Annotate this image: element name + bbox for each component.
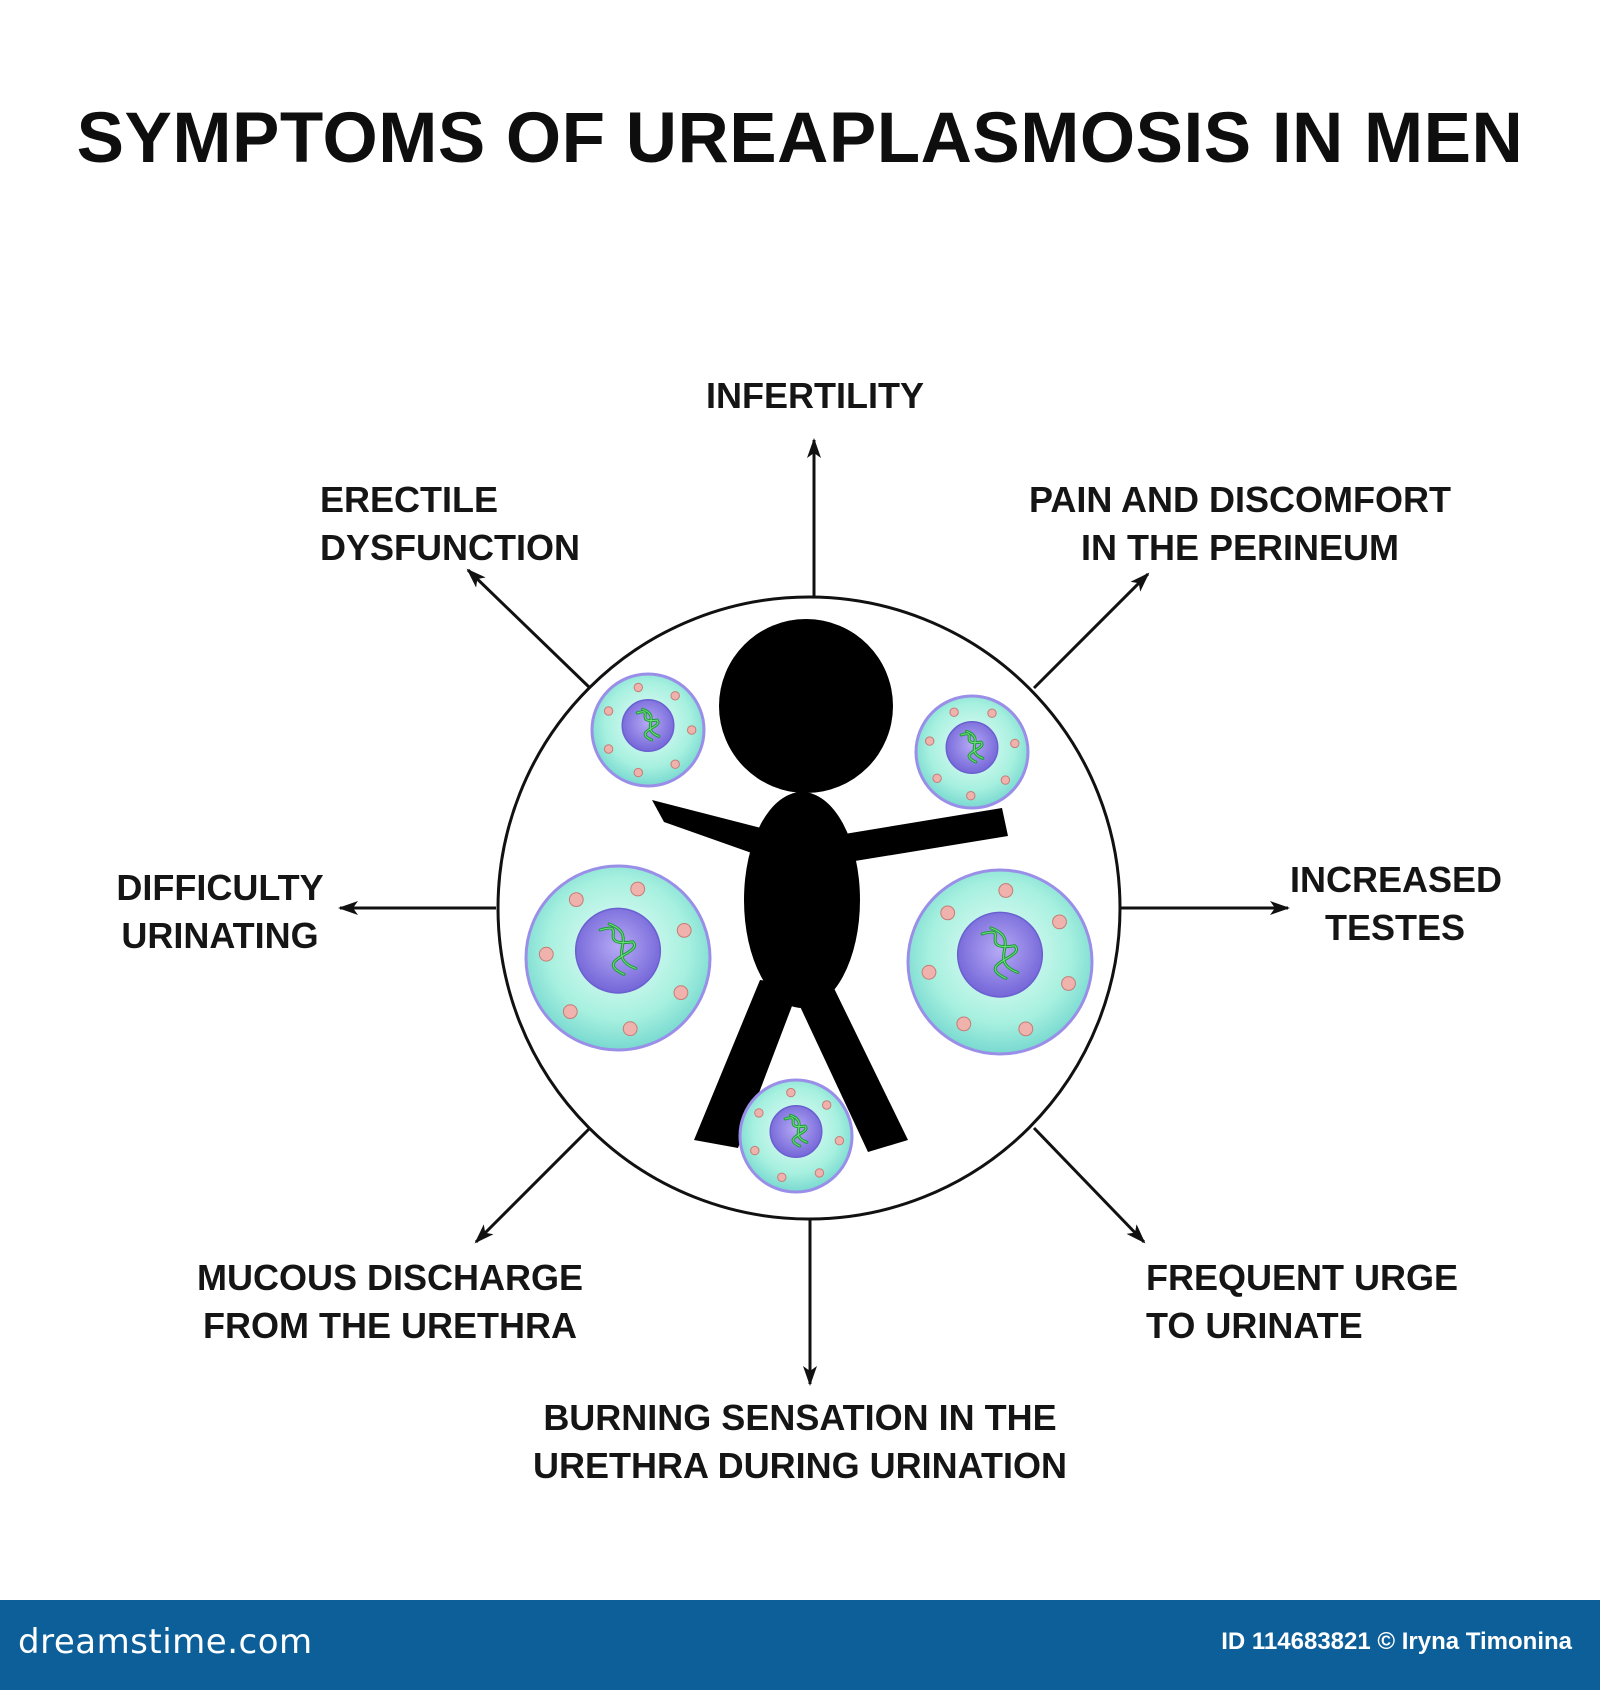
label-difficulty-urinating: DIFFICULTY URINATING [100, 864, 340, 960]
label-line: MUCOUS DISCHARGE [196, 1257, 583, 1298]
granule [670, 691, 680, 701]
granule [786, 1087, 796, 1098]
granule [834, 1136, 845, 1146]
granule [633, 682, 643, 693]
label-erectile-dysfunction: ERECTILE DYSFUNCTION [320, 476, 580, 572]
granule [633, 767, 643, 778]
figure-left-arm [652, 800, 808, 870]
granule [925, 736, 935, 746]
granule [538, 946, 554, 962]
label-increased-testes: INCREASED TESTES [1290, 856, 1503, 952]
arrow-perineum [1032, 572, 1150, 690]
footer-bar: dreamstime.com ID 114683821 © Iryna Timo… [0, 1600, 1600, 1690]
label-line: TO URINATE [1146, 1305, 1363, 1346]
label-line: URINATING [121, 915, 319, 956]
granule [603, 706, 614, 716]
arrow-mucous [474, 1126, 592, 1244]
granule [1052, 914, 1067, 930]
granule [949, 707, 959, 717]
granule [750, 1145, 760, 1156]
granule [630, 881, 646, 897]
nucleus [945, 721, 999, 775]
label-line: IN THE PERINEUM [1080, 527, 1400, 568]
granule [966, 791, 976, 801]
bacteria-cell [738, 1078, 854, 1194]
label-mucous-discharge: MUCOUS DISCHARGE FROM THE URETHRA [180, 1254, 600, 1350]
bacteria-cell [914, 694, 1030, 810]
figure-right-leg [790, 980, 908, 1152]
granule [622, 1021, 638, 1037]
arrows [338, 438, 1290, 1386]
granule [814, 1168, 825, 1178]
label-line: INCREASED [1290, 859, 1503, 900]
figure-body [744, 792, 860, 1008]
label-line: FREQUENT URGE [1146, 1257, 1459, 1298]
bacteria-cell [524, 864, 712, 1052]
label-infertility: INFERTILITY [650, 372, 980, 420]
figure-left-leg [694, 980, 800, 1148]
page-title: SYMPTOMS OF UREAPLASMOSIS IN MEN [76, 99, 1524, 178]
label-line: URETHRA DURING URINATION [533, 1445, 1067, 1486]
label-line: DIFFICULTY [116, 867, 324, 908]
figure-head [719, 619, 893, 793]
granule [777, 1172, 787, 1183]
human-figure [652, 619, 1008, 1152]
label-line: ERECTILE [320, 479, 499, 520]
nucleus [621, 699, 675, 753]
label-line: DYSFUNCTION [320, 527, 580, 568]
granule [932, 773, 942, 783]
arrow-erectile [466, 568, 592, 690]
label-line: INFERTILITY [706, 375, 924, 416]
image-credit: ID 114683821 © Iryna Timonina [1221, 1628, 1572, 1655]
granule [921, 964, 937, 980]
granule [670, 759, 680, 769]
bacteria-cells [524, 672, 1094, 1194]
granule [1010, 738, 1020, 749]
nucleus [769, 1105, 823, 1159]
figure-right-arm [796, 808, 1008, 870]
granule [1018, 1021, 1034, 1037]
label-line: BURNING SENSATION IN THE [543, 1397, 1057, 1438]
granule [956, 1016, 972, 1032]
granule [676, 923, 692, 938]
granule [673, 985, 689, 1000]
nucleus [956, 911, 1044, 998]
nucleus [574, 907, 662, 994]
label-frequent-urge: FREQUENT URGE TO URINATE [1146, 1254, 1458, 1350]
granule [1061, 976, 1076, 991]
granule [562, 1004, 578, 1019]
label-line: FROM THE URETHRA [203, 1305, 577, 1346]
granule [1000, 775, 1011, 785]
label-line: PAIN AND DISCOMFORT [1029, 479, 1451, 520]
granule [940, 905, 956, 921]
symptom-diagram [338, 438, 1290, 1386]
arrow-urge [1032, 1126, 1146, 1244]
label-perineum: PAIN AND DISCOMFORT IN THE PERINEUM [1010, 476, 1470, 572]
granule [754, 1108, 764, 1118]
label-line: TESTES [1324, 907, 1466, 948]
granule [687, 725, 697, 735]
brand-logo: dreamstime.com [18, 1622, 313, 1662]
granule [603, 744, 614, 754]
granule [568, 892, 584, 907]
bacteria-cell [590, 672, 706, 788]
granule [987, 708, 997, 718]
label-burning-sensation: BURNING SENSATION IN THE URETHRA DURING … [500, 1394, 1100, 1490]
granule [822, 1100, 832, 1110]
granule [998, 883, 1014, 898]
bacteria-cell [906, 868, 1094, 1056]
